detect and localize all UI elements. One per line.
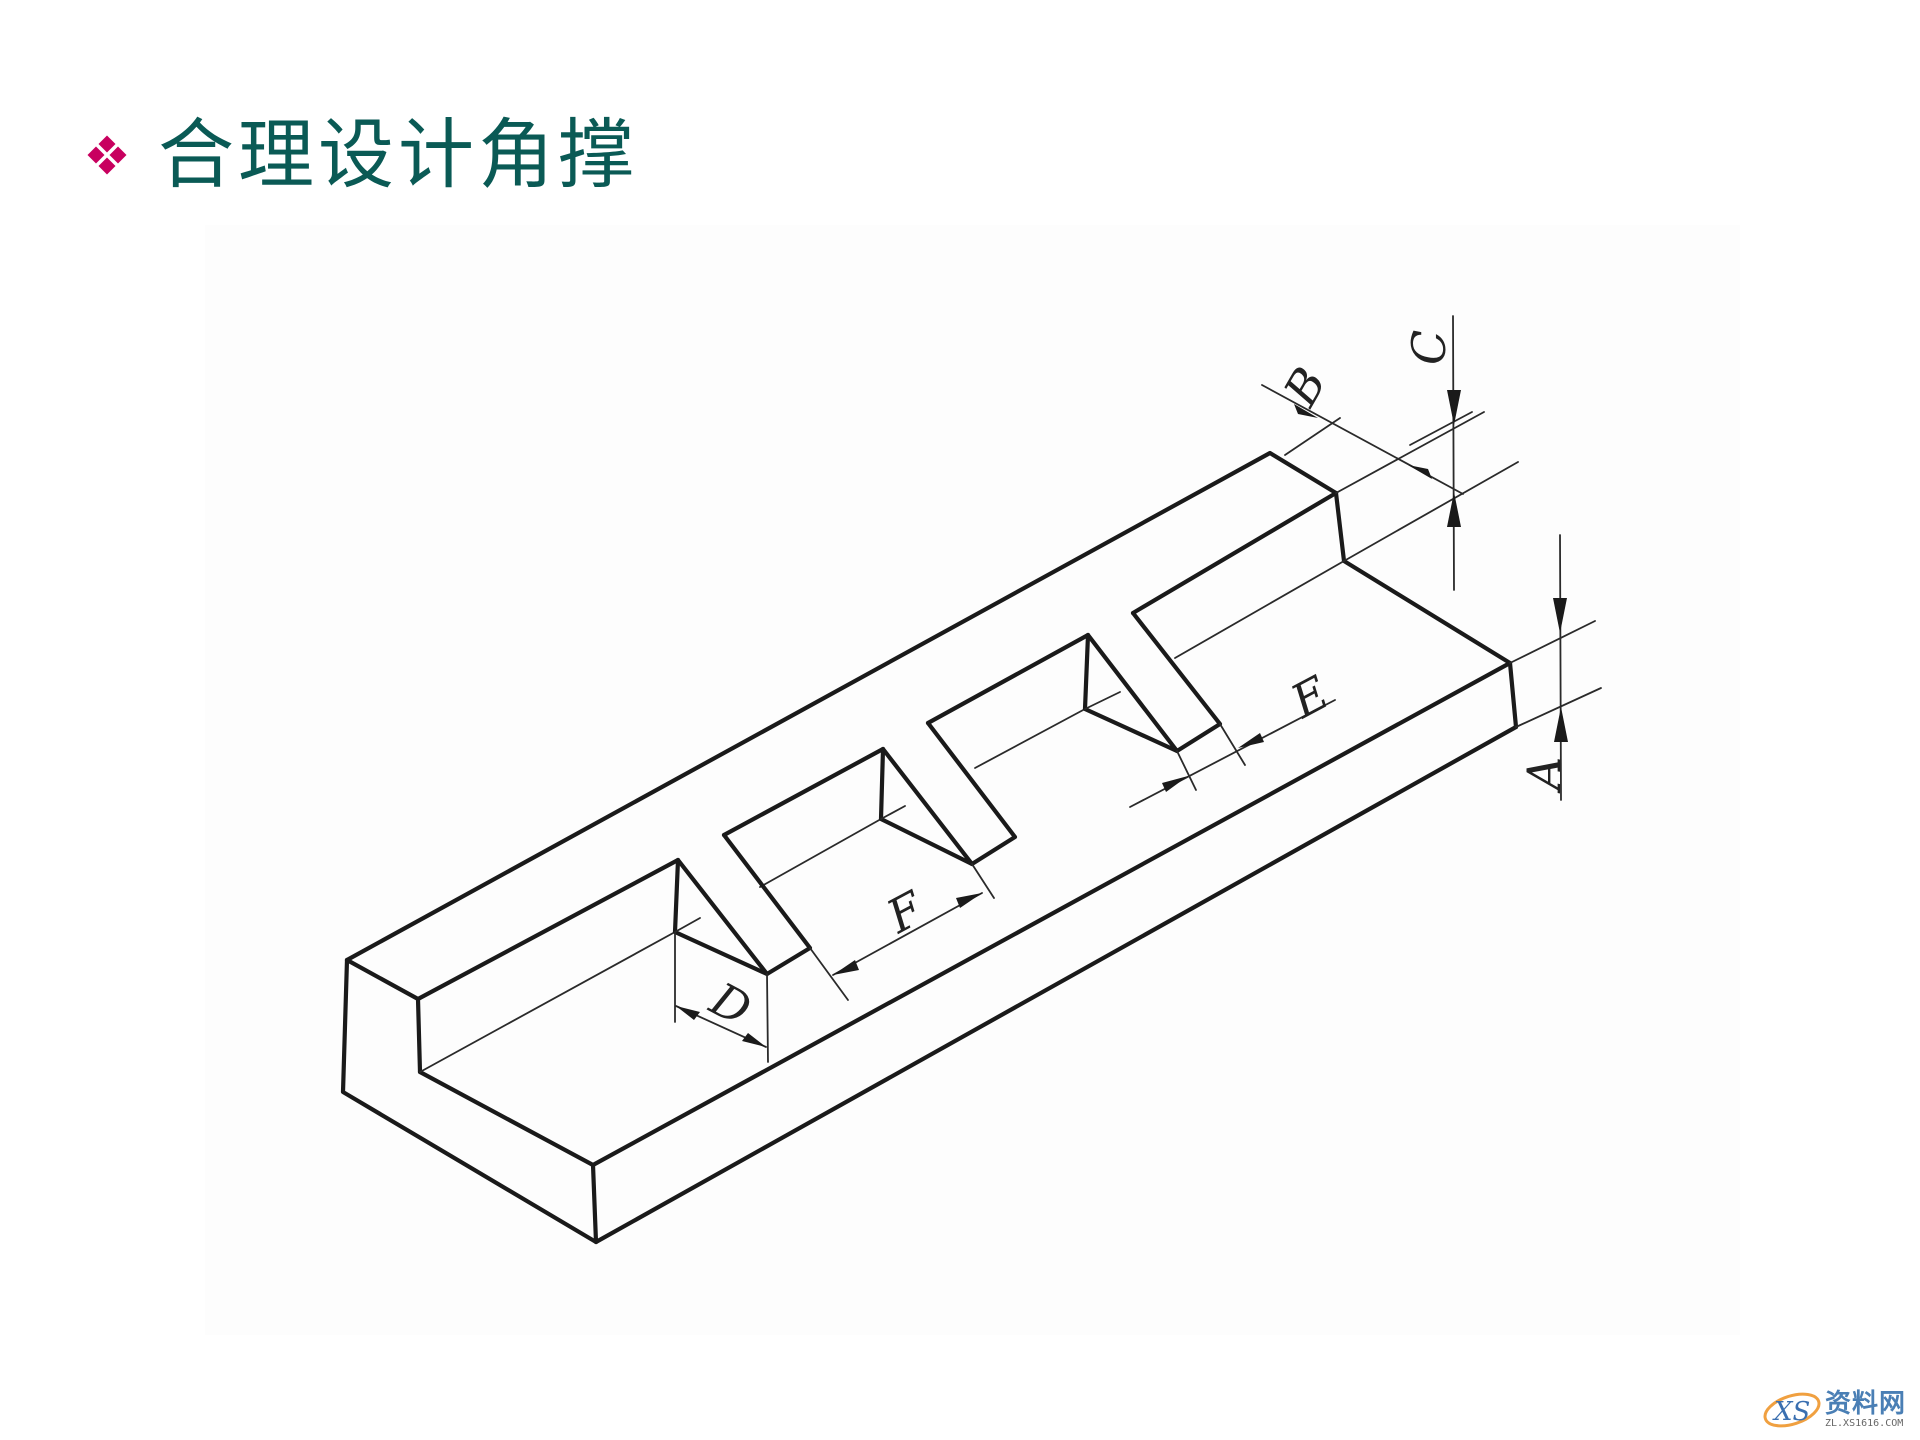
slide-title: 合理设计角撑 bbox=[87, 105, 638, 205]
svg-text:C: C bbox=[1402, 330, 1456, 365]
dimension-C: C bbox=[1343, 315, 1519, 591]
title-text: 合理设计角撑 bbox=[158, 110, 638, 199]
watermark: XS 资料网 ZL.XS1616.COM bbox=[1761, 1388, 1906, 1432]
svg-text:F: F bbox=[877, 880, 933, 944]
gusset-middle bbox=[878, 720, 1018, 867]
dimension-A: A bbox=[1509, 534, 1602, 801]
wall-floor-junction bbox=[419, 560, 1345, 1073]
gusset-left bbox=[672, 832, 813, 977]
svg-text:E: E bbox=[1282, 665, 1338, 729]
svg-text:B: B bbox=[1273, 358, 1337, 415]
watermark-url: ZL.XS1616.COM bbox=[1824, 1417, 1904, 1429]
svg-text:D: D bbox=[701, 971, 760, 1036]
dimension-B: B bbox=[1261, 358, 1485, 495]
gusset-right bbox=[1082, 610, 1223, 754]
xs-logo-icon: XS bbox=[1761, 1388, 1823, 1432]
svg-text:A: A bbox=[1517, 757, 1571, 794]
dimension-F: F bbox=[809, 863, 995, 1001]
channel-body bbox=[340, 450, 1519, 1245]
svg-text:XS: XS bbox=[1772, 1397, 1810, 1427]
watermark-name: 资料网 bbox=[1824, 1388, 1906, 1419]
dimension-E: E bbox=[1129, 665, 1338, 808]
